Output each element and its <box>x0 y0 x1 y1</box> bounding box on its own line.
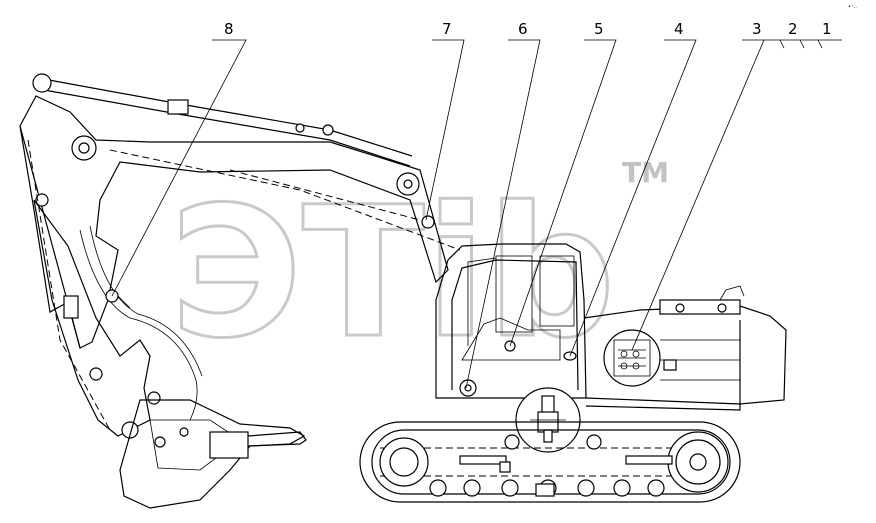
callout-3: 3 <box>752 20 762 38</box>
boom-arm <box>19 73 461 439</box>
watermark-trademark: TM <box>622 156 669 189</box>
watermark: ЭTib TM <box>169 156 669 380</box>
corner-mark: •⁻‥ <box>848 4 857 10</box>
callout-1: 1 <box>822 20 832 38</box>
watermark-text: ЭTib <box>170 169 615 378</box>
operator-cab <box>435 243 587 399</box>
callout-7: 7 <box>442 20 452 38</box>
callout-4: 4 <box>674 20 684 38</box>
callout-5: 5 <box>594 20 604 38</box>
callout-labels: 8 7 6 5 4 3 2 1 <box>224 20 832 38</box>
breaker-attachment <box>119 399 307 509</box>
track-undercarriage <box>359 421 741 503</box>
track-rollers <box>429 434 665 497</box>
callout-6: 6 <box>518 20 528 38</box>
swivel-joint <box>515 387 581 453</box>
machine-body <box>583 285 787 411</box>
callout-8: 8 <box>224 20 234 38</box>
callout-2: 2 <box>788 20 798 38</box>
callout-leaders <box>111 39 842 389</box>
